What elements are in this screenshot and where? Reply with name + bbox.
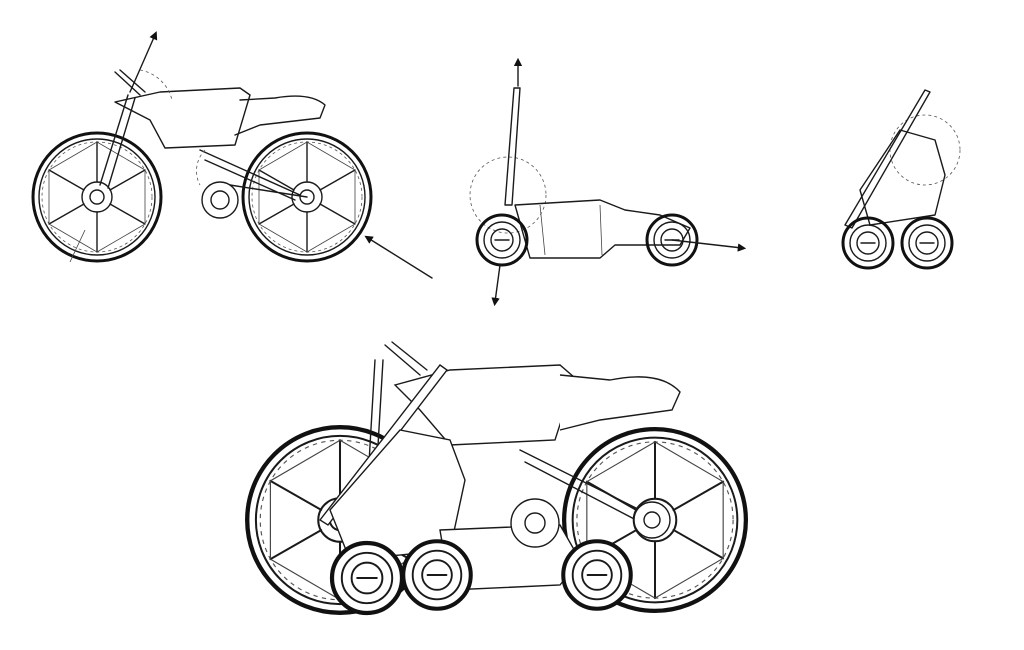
overlay-view	[247, 341, 746, 613]
bike-mode-view	[31, 31, 433, 279]
scooter-mode-view	[469, 57, 747, 307]
bike-seat	[234, 95, 326, 136]
bike-frame	[199, 149, 308, 201]
bike-body	[114, 87, 251, 149]
overlay-crank-hub	[510, 498, 560, 548]
folded-pole	[844, 89, 931, 229]
scooter-body	[514, 199, 691, 259]
front-wheel	[31, 131, 163, 263]
overlay-small-wheel-3	[563, 541, 631, 609]
crank-hub	[201, 181, 239, 219]
scooter-front-wheel	[475, 213, 529, 267]
folded-wheel-1	[841, 216, 895, 270]
bike-fork	[99, 94, 136, 189]
overlay-seat	[559, 374, 681, 431]
overlay-small-wheel-2	[403, 541, 471, 609]
folded-mode-view	[841, 89, 961, 270]
scooter-pole	[504, 87, 521, 206]
overlay-small-wheel-1	[332, 543, 402, 613]
overlay-body	[393, 364, 576, 446]
folded-wheel-2	[900, 216, 954, 270]
